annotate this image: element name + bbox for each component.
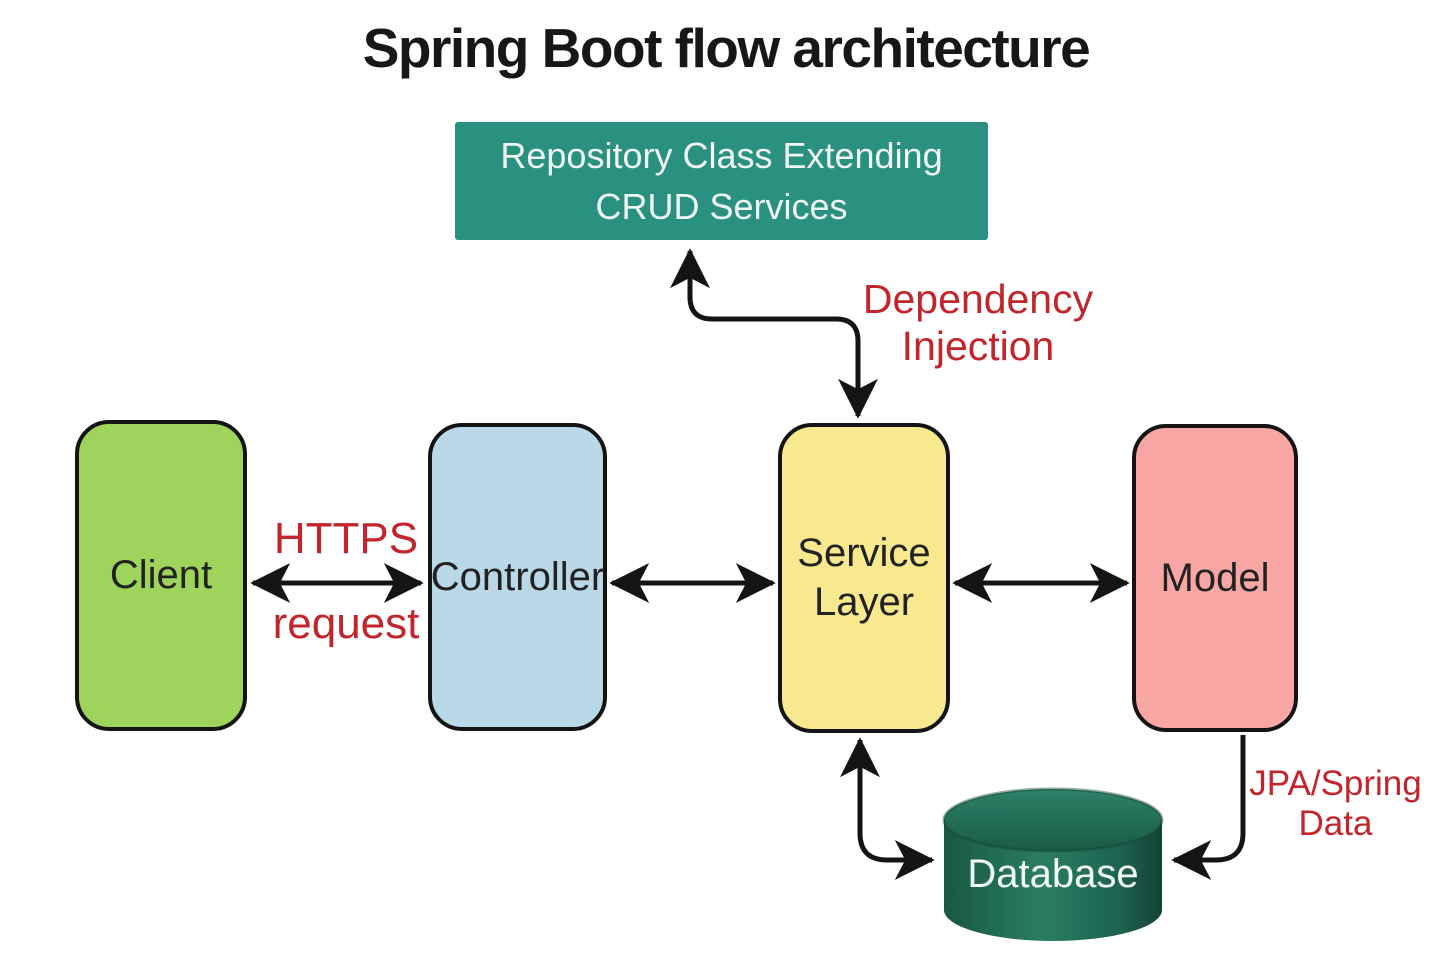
- node-model: Model: [1132, 424, 1298, 732]
- service-layer-label: Service Layer: [797, 531, 931, 624]
- database-label: Database: [967, 852, 1139, 896]
- node-controller: Controller: [428, 423, 607, 731]
- jpa-line2: Data: [1298, 804, 1373, 844]
- edge-label-jpa-spring-data: JPA/Spring Data: [1238, 764, 1433, 845]
- node-client: Client: [75, 420, 247, 731]
- node-repository: Repository Class Extending CRUD Services: [455, 122, 988, 240]
- edge-label-https: HTTPS: [251, 514, 441, 565]
- request-line: request: [272, 599, 420, 648]
- repository-label-line2: CRUD Services: [595, 186, 848, 227]
- arrow-model-database: [1171, 735, 1246, 880]
- jpa-line1: JPA/Spring: [1249, 764, 1422, 803]
- dependency-line2: Injection: [901, 323, 1055, 370]
- arrow-repository-service: [670, 248, 878, 419]
- model-label: Model: [1160, 555, 1270, 600]
- edge-label-dependency-injection: Dependency Injection: [858, 276, 1098, 370]
- page-title: Spring Boot flow architecture: [362, 17, 1091, 79]
- node-service-layer: Service Layer: [778, 423, 950, 733]
- repository-label-line1: Repository Class Extending: [500, 134, 943, 176]
- controller-label: Controller: [430, 554, 605, 599]
- dependency-line1: Dependency: [862, 276, 1094, 322]
- arrow-service-database: [840, 737, 935, 880]
- edge-label-request: request: [246, 599, 446, 650]
- https-line: HTTPS: [273, 514, 419, 563]
- database-cylinder: [942, 787, 1164, 941]
- client-label: Client: [109, 553, 213, 598]
